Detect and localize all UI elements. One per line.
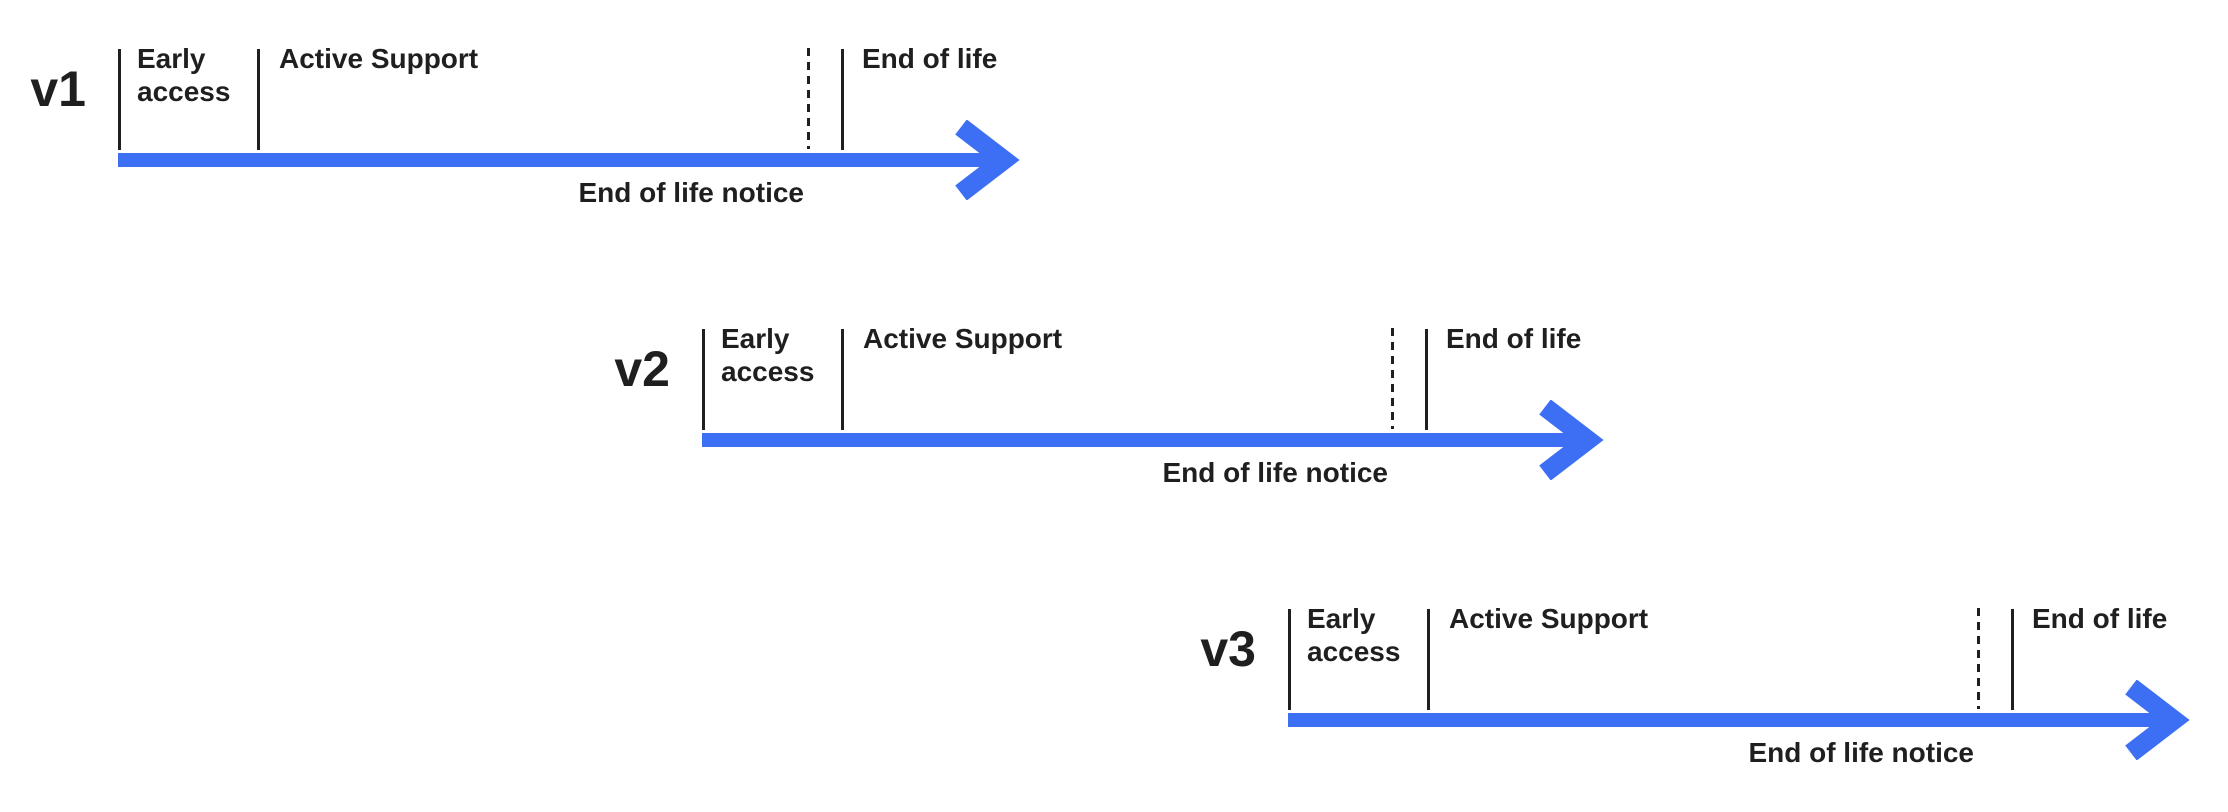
active-support-label: Active Support: [1449, 603, 1649, 634]
version-label: v3: [1200, 621, 1256, 677]
timeline-arrow: [118, 120, 1020, 200]
end-of-life-label: End of life: [862, 43, 998, 74]
early-access-label: Early access: [137, 43, 231, 107]
timeline-v2: v2 Early access Active Support End of li…: [614, 280, 1642, 510]
timeline-arrow: [1288, 680, 2190, 760]
early-access-label: Early access: [1307, 603, 1401, 667]
timeline-v3: v3 Early access Active Support End of li…: [1200, 560, 2228, 790]
version-label: v1: [30, 61, 86, 117]
active-support-start-tick: [1427, 609, 1430, 710]
end-of-life-label: End of life: [2032, 603, 2168, 634]
end-of-life-notice-dashed-tick: [807, 48, 810, 149]
end-of-life-label: End of life: [1446, 323, 1582, 354]
early-access-start-tick: [1288, 609, 1291, 710]
arrow-shaft: [1288, 713, 2174, 727]
arrow-head-icon: [1539, 400, 1604, 480]
end-of-life-notice-label: End of life notice: [1162, 457, 1388, 488]
timeline-v1: v1 Early access Active Support End of li…: [30, 0, 1058, 230]
end-of-life-notice-label: End of life notice: [1748, 737, 1974, 768]
end-of-life-notice-dashed-tick: [1977, 608, 1980, 709]
early-access-start-tick: [702, 329, 705, 430]
end-of-life-tick: [1425, 329, 1428, 430]
active-support-label: Active Support: [863, 323, 1063, 354]
arrow-head-icon: [955, 120, 1020, 200]
arrow-head-icon: [2125, 680, 2190, 760]
end-of-life-tick: [2011, 609, 2014, 710]
end-of-life-tick: [841, 49, 844, 150]
early-access-start-tick: [118, 49, 121, 150]
arrow-shaft: [702, 433, 1588, 447]
version-label: v2: [614, 341, 670, 397]
arrow-shaft: [118, 153, 1004, 167]
active-support-label: Active Support: [279, 43, 479, 74]
active-support-start-tick: [841, 329, 844, 430]
end-of-life-notice-label: End of life notice: [578, 177, 804, 208]
early-access-label: Early access: [721, 323, 815, 387]
active-support-start-tick: [257, 49, 260, 150]
end-of-life-notice-dashed-tick: [1391, 328, 1394, 429]
timeline-arrow: [702, 400, 1604, 480]
